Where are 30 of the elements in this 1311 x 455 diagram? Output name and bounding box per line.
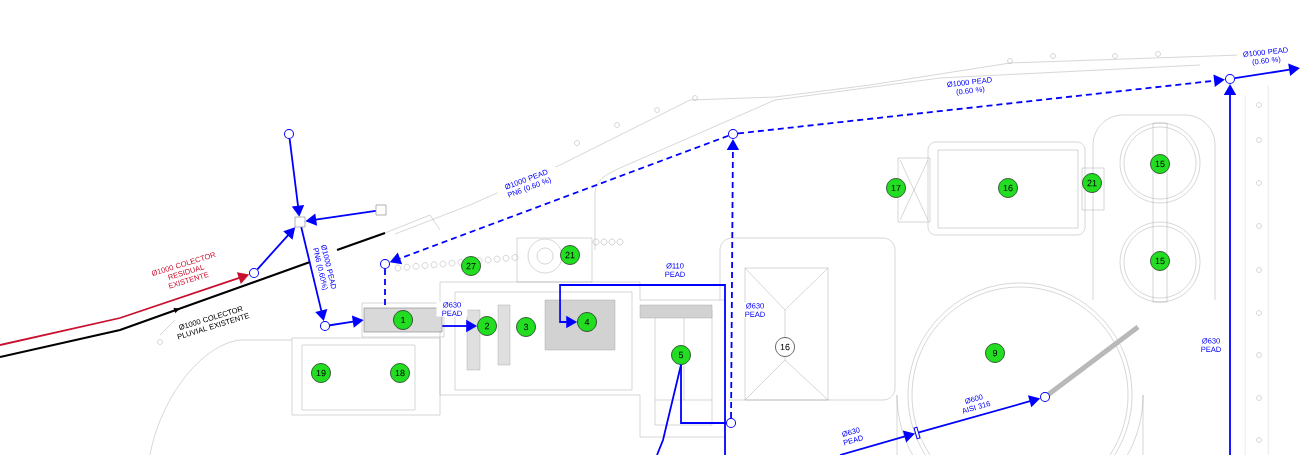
manhole (726, 418, 736, 428)
callout-number: 16 (998, 178, 1018, 198)
manhole (249, 268, 259, 278)
callout-number: 15 (1150, 251, 1170, 271)
manhole (380, 259, 390, 269)
callout-number: 17 (886, 178, 906, 198)
junction-box (294, 216, 306, 228)
callout-number: 21 (1082, 173, 1102, 193)
junction-box (375, 204, 387, 216)
callout-number: 9 (985, 343, 1005, 363)
manhole (284, 129, 294, 139)
callout-number: 27 (461, 256, 481, 276)
pipe (656, 363, 682, 455)
pipe (737, 74, 1225, 135)
pipe (559, 284, 726, 455)
callout-number: 19 (311, 363, 331, 383)
tank-box: 1 (363, 307, 443, 333)
callout-number: 5 (671, 345, 691, 365)
callout-number: 18 (390, 363, 410, 383)
manhole (1040, 392, 1050, 402)
callout-number: 16 (775, 337, 795, 357)
manhole (728, 129, 738, 139)
manhole (320, 321, 330, 331)
callout-number: 3 (516, 317, 536, 337)
callout-number: 2 (477, 316, 497, 336)
flange (913, 426, 921, 440)
callout-number: 15 (1150, 154, 1170, 174)
manhole (1225, 74, 1235, 84)
callout-number: 4 (577, 312, 597, 332)
callout-number: 21 (560, 245, 580, 265)
